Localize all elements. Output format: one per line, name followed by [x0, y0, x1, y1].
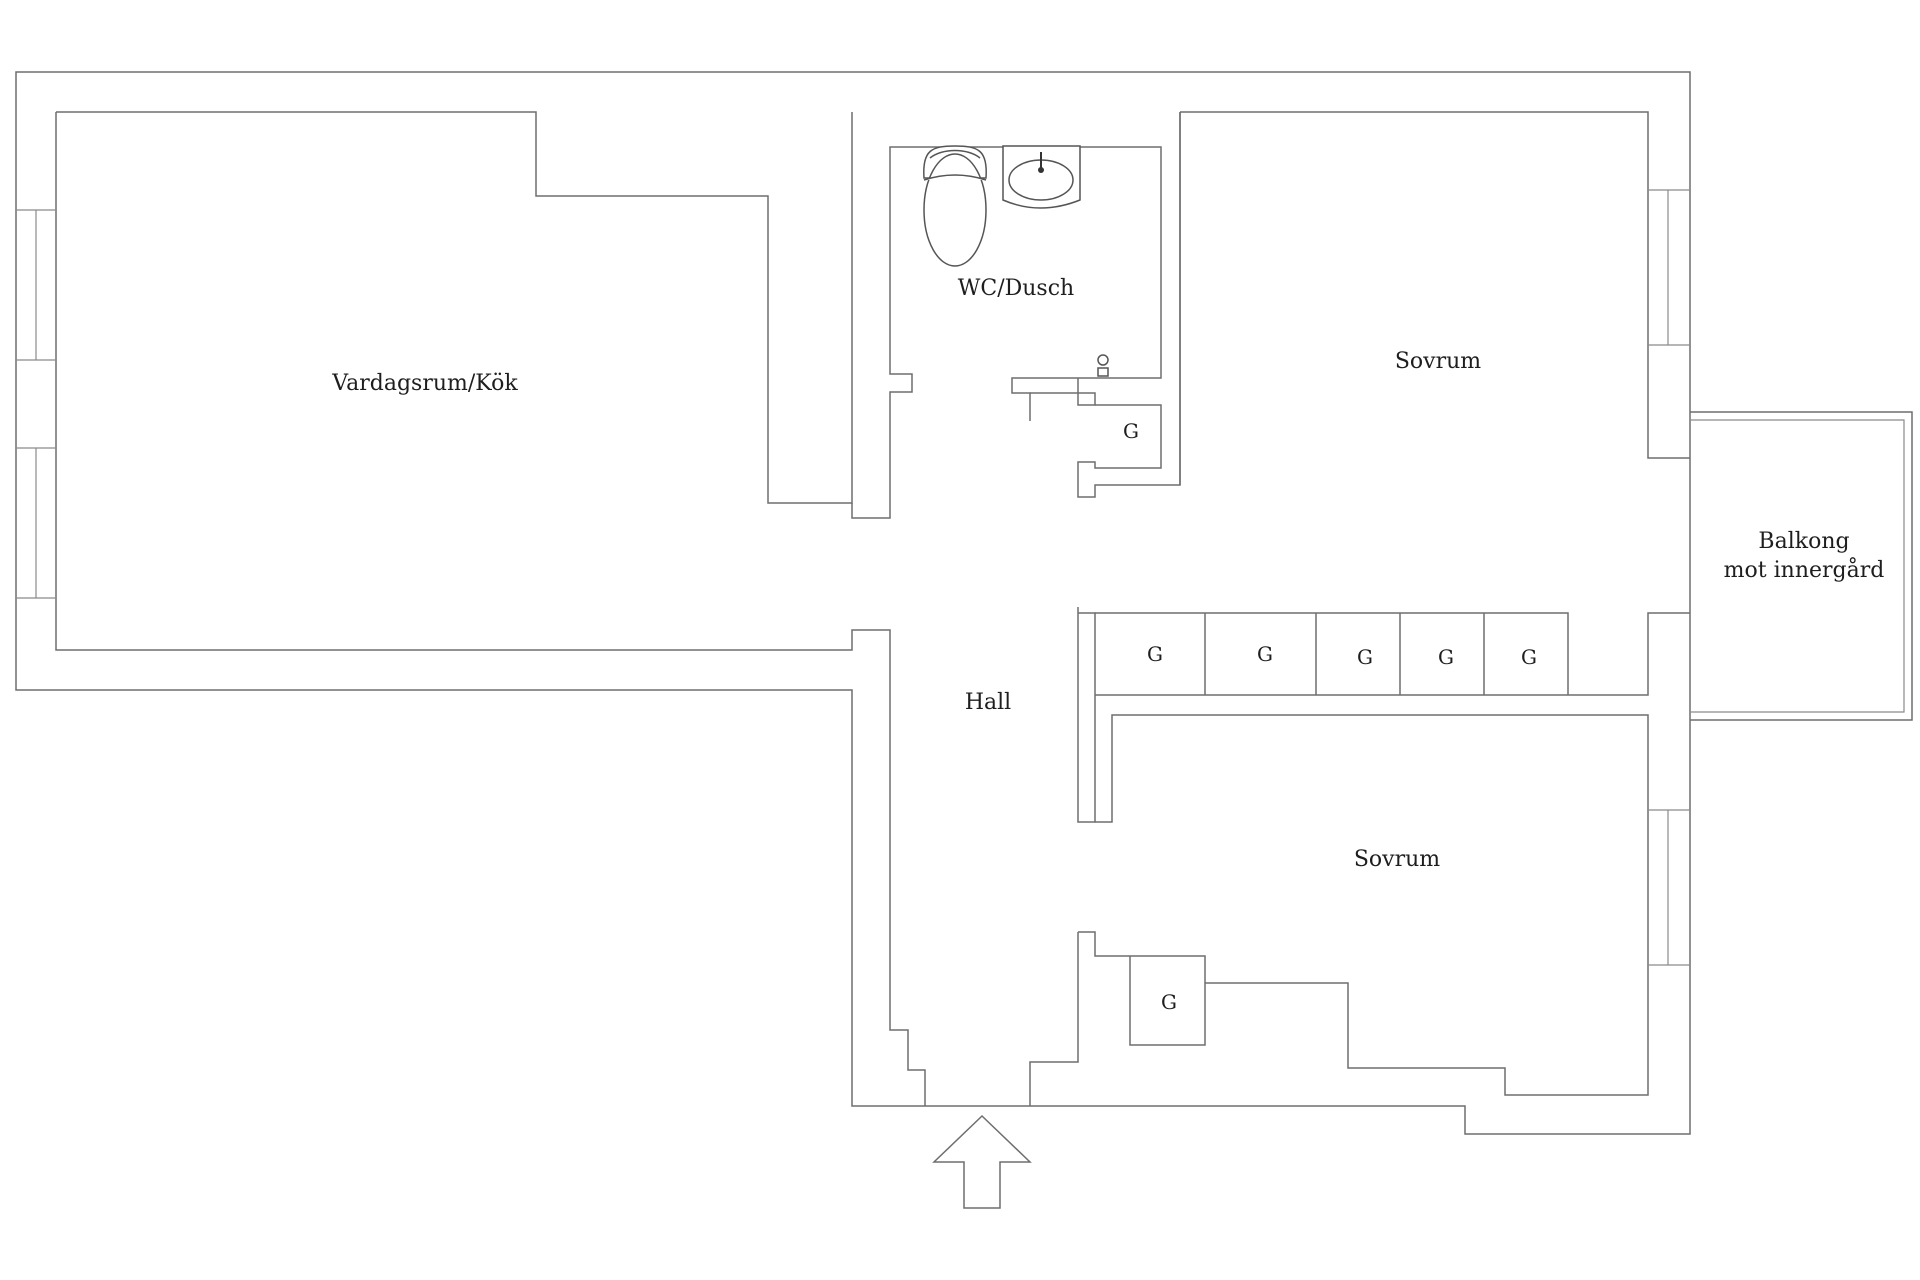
toilet-icon [923, 145, 987, 267]
room-label-bedroom-1: Sovrum [1395, 349, 1481, 374]
balcony-outline [1690, 411, 1913, 721]
room-label-balcony-line1: Balkong [1758, 529, 1849, 554]
room-label-bedroom-2: Sovrum [1354, 847, 1440, 872]
bath-closet [1077, 112, 1181, 498]
room-label-hall: Hall [965, 690, 1011, 715]
living-window-2 [16, 447, 56, 599]
closet-label-hall-3: G [1357, 645, 1373, 669]
entrance-arrow-icon [932, 1114, 1032, 1209]
outer-wall [15, 71, 1691, 1135]
bedroom-1-walls [1179, 111, 1690, 485]
bedroom-2-entry-wall [1029, 931, 1206, 1106]
bedroom-2-walls [1095, 714, 1649, 1096]
room-label-balcony-line2: mot innergård [1724, 556, 1885, 583]
closet-label-hall-1: G [1147, 642, 1163, 666]
hall-closet-row [1095, 612, 1569, 695]
bedroom-2-window-frame [1648, 809, 1690, 966]
room-label-bathroom: WC/Dusch [958, 276, 1074, 301]
living-kitchen-walls [55, 111, 926, 1106]
closet-label-hall-2: G [1257, 642, 1273, 666]
closet-label-bath: G [1123, 419, 1139, 443]
room-label-living-kitchen: Vardagsrum/Kök [331, 371, 518, 396]
closet-label-hall-4: G [1438, 645, 1454, 669]
bedroom-1-window-frame [1648, 189, 1690, 346]
bathroom-lower-wall [1030, 378, 1096, 406]
sink-icon [1002, 145, 1081, 209]
shower-icon [1097, 354, 1109, 377]
living-window-1 [16, 209, 56, 361]
closet-label-hall-5: G [1521, 645, 1537, 669]
closet-label-bedroom-2: G [1161, 990, 1177, 1014]
balcony-inner [1690, 419, 1905, 713]
living-hall-wall [851, 146, 1162, 519]
